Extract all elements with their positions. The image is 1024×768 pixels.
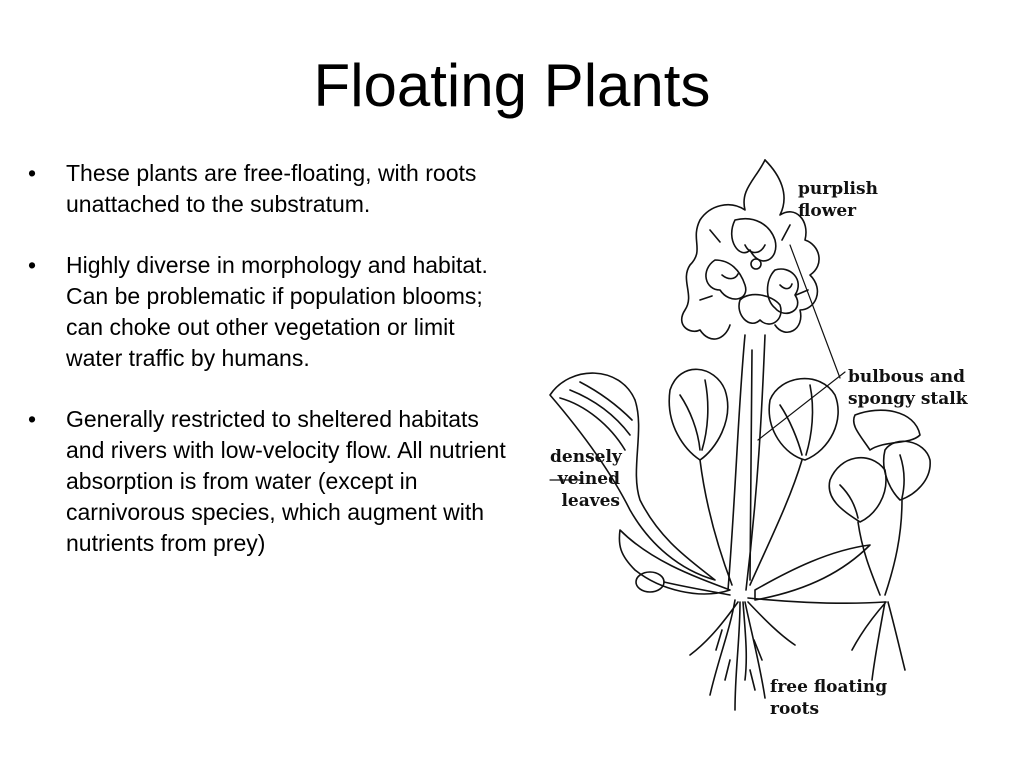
bullet-item: • Generally restricted to sheltered habi… xyxy=(28,404,508,559)
stalk xyxy=(727,334,766,591)
slide-title: Floating Plants xyxy=(313,52,711,119)
callout-lines xyxy=(549,244,846,481)
flower-cluster xyxy=(680,159,820,340)
plant-illustration xyxy=(540,150,980,720)
bullet-item: • Highly diverse in morphology and habit… xyxy=(28,250,508,374)
water-hyacinth-drawing xyxy=(549,159,931,711)
label-densely-veined-leaves: densely veined leaves xyxy=(550,447,622,511)
bullet-text: Generally restricted to sheltered habita… xyxy=(66,406,506,556)
bullet-item: • These plants are free-floating, with r… xyxy=(28,158,508,220)
bullet-marker: • xyxy=(28,160,37,186)
roots xyxy=(635,571,906,711)
bullet-text: Highly diverse in morphology and habitat… xyxy=(66,252,488,371)
label-purplish-flower: purplish flower xyxy=(798,179,878,221)
bullet-marker: • xyxy=(28,252,37,278)
label-bulbous-stalk: bulbous and spongy stalk xyxy=(848,367,968,409)
bullet-text: These plants are free-floating, with roo… xyxy=(66,160,477,217)
label-free-floating-roots: free floating roots xyxy=(770,677,888,719)
bullet-list: • These plants are free-floating, with r… xyxy=(28,158,508,589)
leaves xyxy=(549,368,931,601)
bullet-marker: • xyxy=(28,406,37,432)
